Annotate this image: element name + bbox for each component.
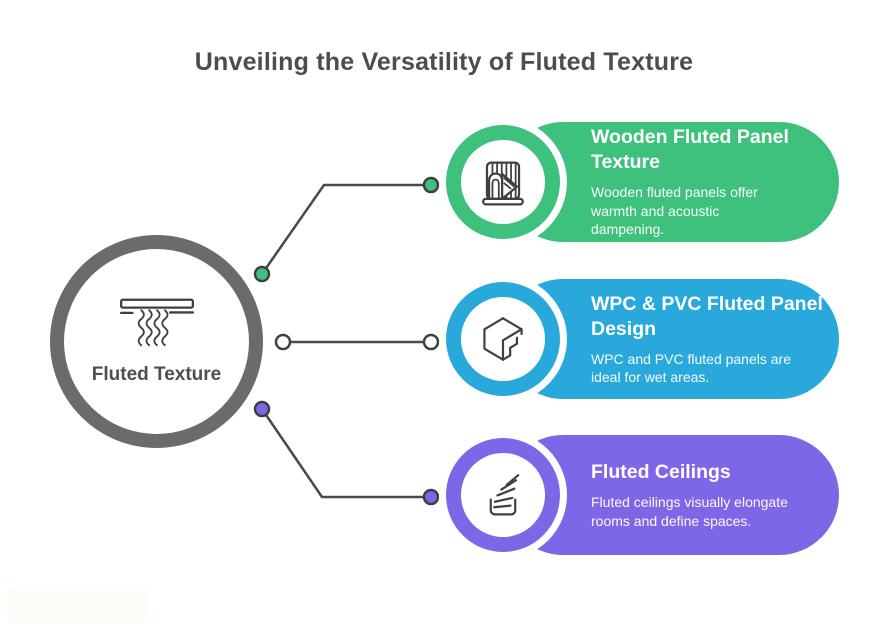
card-fluted-ceilings: Fluted Ceilings Fluted ceilings visually… [446,435,840,555]
card-icon-disc [461,453,545,537]
connector-dot [422,333,440,351]
card-wooden-fluted-panel: Wooden Fluted Panel Texture Wooden flute… [446,122,840,242]
connector-bottom-line [260,408,431,499]
card-description: WPC and PVC fluted panels are ideal for … [591,350,791,386]
card-description: Fluted ceilings visually elongate rooms … [591,494,788,529]
card-icon-circle [446,282,560,396]
card-title: WPC & PVC Fluted Panel Design [591,292,823,340]
card-wpc-pvc-fluted-panel: WPC & PVC Fluted Panel Design WPC and PV… [446,279,840,399]
card-icon-disc [461,140,545,224]
cube-icon [483,317,523,361]
ceiling-drapes-icon [119,298,194,347]
connector-top-line [260,183,431,275]
card-title: Fluted Ceilings [591,461,731,483]
watermark [6,586,148,624]
center-node-fluted-texture: Fluted Texture [50,235,263,448]
center-node-label: Fluted Texture [91,364,222,385]
wood-panel-icon [482,161,524,206]
page-title: Unveiling the Versatility of Fluted Text… [194,48,694,76]
connector-dot [422,176,440,194]
connector-dot [253,400,271,418]
card-description: Wooden fluted panels offer warmth and ac… [591,184,758,238]
connector-dot [253,265,271,283]
card-title: Wooden Fluted Panel Texture [591,126,789,174]
fan-lines-icon [489,474,520,516]
card-icon-circle [446,438,560,552]
card-icon-circle [446,125,560,239]
connector-dot [274,333,292,351]
card-icon-disc [461,297,545,381]
connector-dot [422,488,440,506]
